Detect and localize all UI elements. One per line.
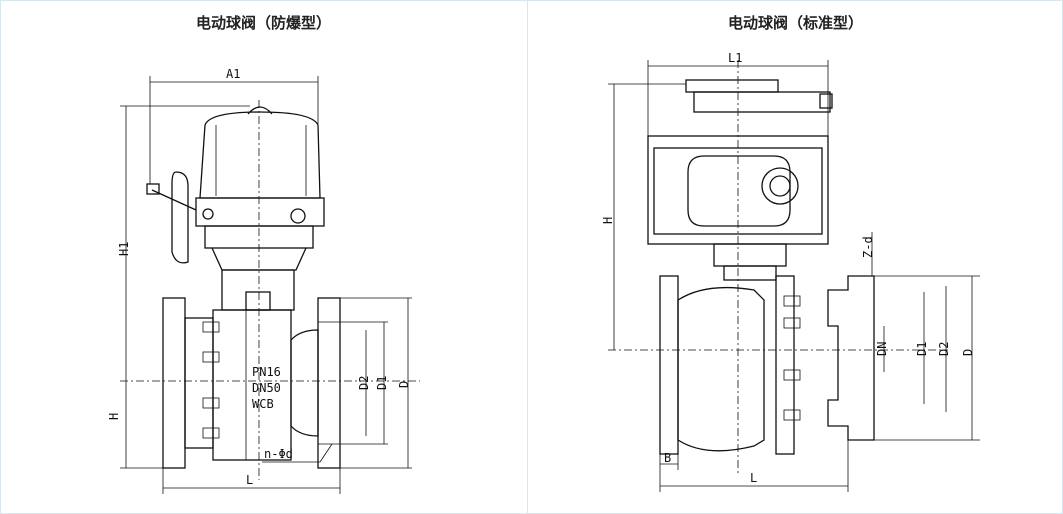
- bracket-body: [221, 269, 295, 311]
- label-pn: PN16: [252, 365, 281, 379]
- body-right-neck: [290, 329, 319, 437]
- flange-right: [775, 275, 795, 455]
- flange-bolts: [783, 295, 801, 421]
- handwheel-grip: [146, 183, 160, 195]
- bolt: [202, 427, 220, 439]
- label-d1: D1: [375, 376, 389, 390]
- panel-explosion-proof: 电动球阀（防爆型） PN16 DN50 WC: [0, 0, 527, 514]
- label-l1: L1: [728, 51, 742, 65]
- bracket: [713, 243, 787, 267]
- bolt: [202, 397, 220, 409]
- label-zd: Z-d: [861, 236, 875, 258]
- label-d1: D1: [915, 342, 929, 356]
- label-h: H: [107, 413, 121, 420]
- coupling: [245, 291, 271, 311]
- bolt-right: [290, 208, 306, 224]
- label-h1: H1: [117, 242, 131, 256]
- actuator-top-plate: [693, 91, 831, 113]
- label-d: D: [961, 349, 975, 356]
- body-shell: [677, 286, 765, 452]
- label-nphid: n-Φd: [264, 447, 293, 461]
- label-d: D: [397, 381, 411, 388]
- section-view: [827, 275, 875, 441]
- flange-left: [162, 297, 186, 469]
- body-left-neck: [184, 317, 214, 449]
- bolt: [202, 351, 220, 363]
- actuator-cover: [199, 111, 321, 199]
- position-indicator: [761, 167, 799, 205]
- handwheel: [171, 171, 189, 264]
- panel-title-standard: 电动球阀（标准型）: [727, 14, 863, 32]
- bolt-left: [202, 208, 214, 220]
- bolt: [783, 295, 801, 307]
- label-d2: D2: [937, 342, 951, 356]
- column-divider: [527, 0, 528, 514]
- bolt: [202, 321, 220, 333]
- bolt: [783, 409, 801, 421]
- actuator-window: [687, 155, 791, 227]
- label-wcb: WCB: [252, 397, 274, 411]
- panel-standard: 电动球阀（标准型） L1: [528, 0, 1063, 514]
- stem: [723, 265, 777, 281]
- label-dn: DN50: [252, 381, 281, 395]
- flange-right: [317, 297, 341, 469]
- actuator-base: [195, 197, 325, 227]
- actuator-knob: [247, 106, 273, 115]
- label-dn: DN: [875, 342, 889, 356]
- diagram-standard: L1 H Z-d DN D1 D2 D B L: [601, 51, 980, 492]
- actuator-top-cover: [685, 79, 779, 93]
- label-b: B: [664, 451, 671, 465]
- label-l: L: [750, 471, 757, 485]
- position-indicator-inner: [769, 175, 791, 197]
- flange-bolts: [202, 321, 220, 439]
- actuator-top-tab: [819, 93, 833, 109]
- bolt: [783, 369, 801, 381]
- label-h: H: [601, 217, 615, 224]
- label-d2: D2: [357, 376, 371, 390]
- label-a1: A1: [226, 67, 240, 81]
- label-l: L: [246, 473, 253, 487]
- flange-left: [659, 275, 679, 455]
- diagram-explosion-proof: PN16 DN50 WCB A1 H1 H L D2 D1 D: [107, 67, 420, 494]
- panel-title-explosion-proof: 电动球阀（防爆型）: [195, 14, 331, 32]
- bolt: [783, 317, 801, 329]
